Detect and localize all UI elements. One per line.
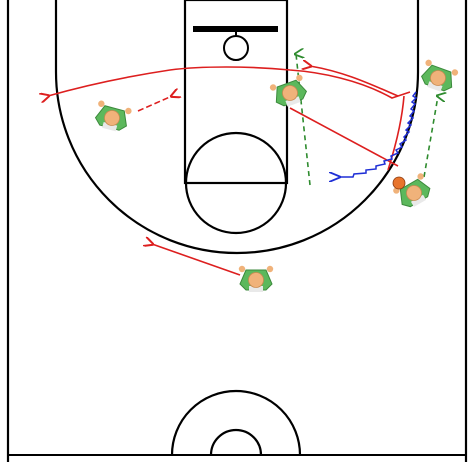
cut-arrow-top-left	[48, 66, 411, 98]
dribble-arrow	[339, 91, 418, 177]
player-icon	[421, 59, 459, 92]
cut-arrow-short-wing	[137, 96, 172, 112]
pass-arrow-to-top	[296, 54, 311, 186]
cut-arrow-right-wall	[387, 95, 405, 171]
basketball-icon	[392, 176, 406, 190]
center-circle-inner	[209, 428, 263, 456]
court-lines	[6, 0, 468, 462]
cut-arrows	[48, 66, 411, 276]
player-icon	[269, 74, 307, 107]
rim	[223, 35, 249, 61]
players	[94, 59, 459, 292]
three-point-line	[54, 0, 420, 255]
pass-arrow-to-corner	[423, 96, 438, 178]
cut-arrow-from-bottom	[152, 244, 241, 276]
center-circle-outer	[170, 389, 302, 456]
player-icon	[94, 100, 132, 132]
player-icon	[238, 265, 274, 292]
cut-arrow-diagonal	[289, 107, 399, 167]
free-throw-circle	[184, 131, 288, 235]
cut-arrow-overlap	[310, 66, 399, 97]
